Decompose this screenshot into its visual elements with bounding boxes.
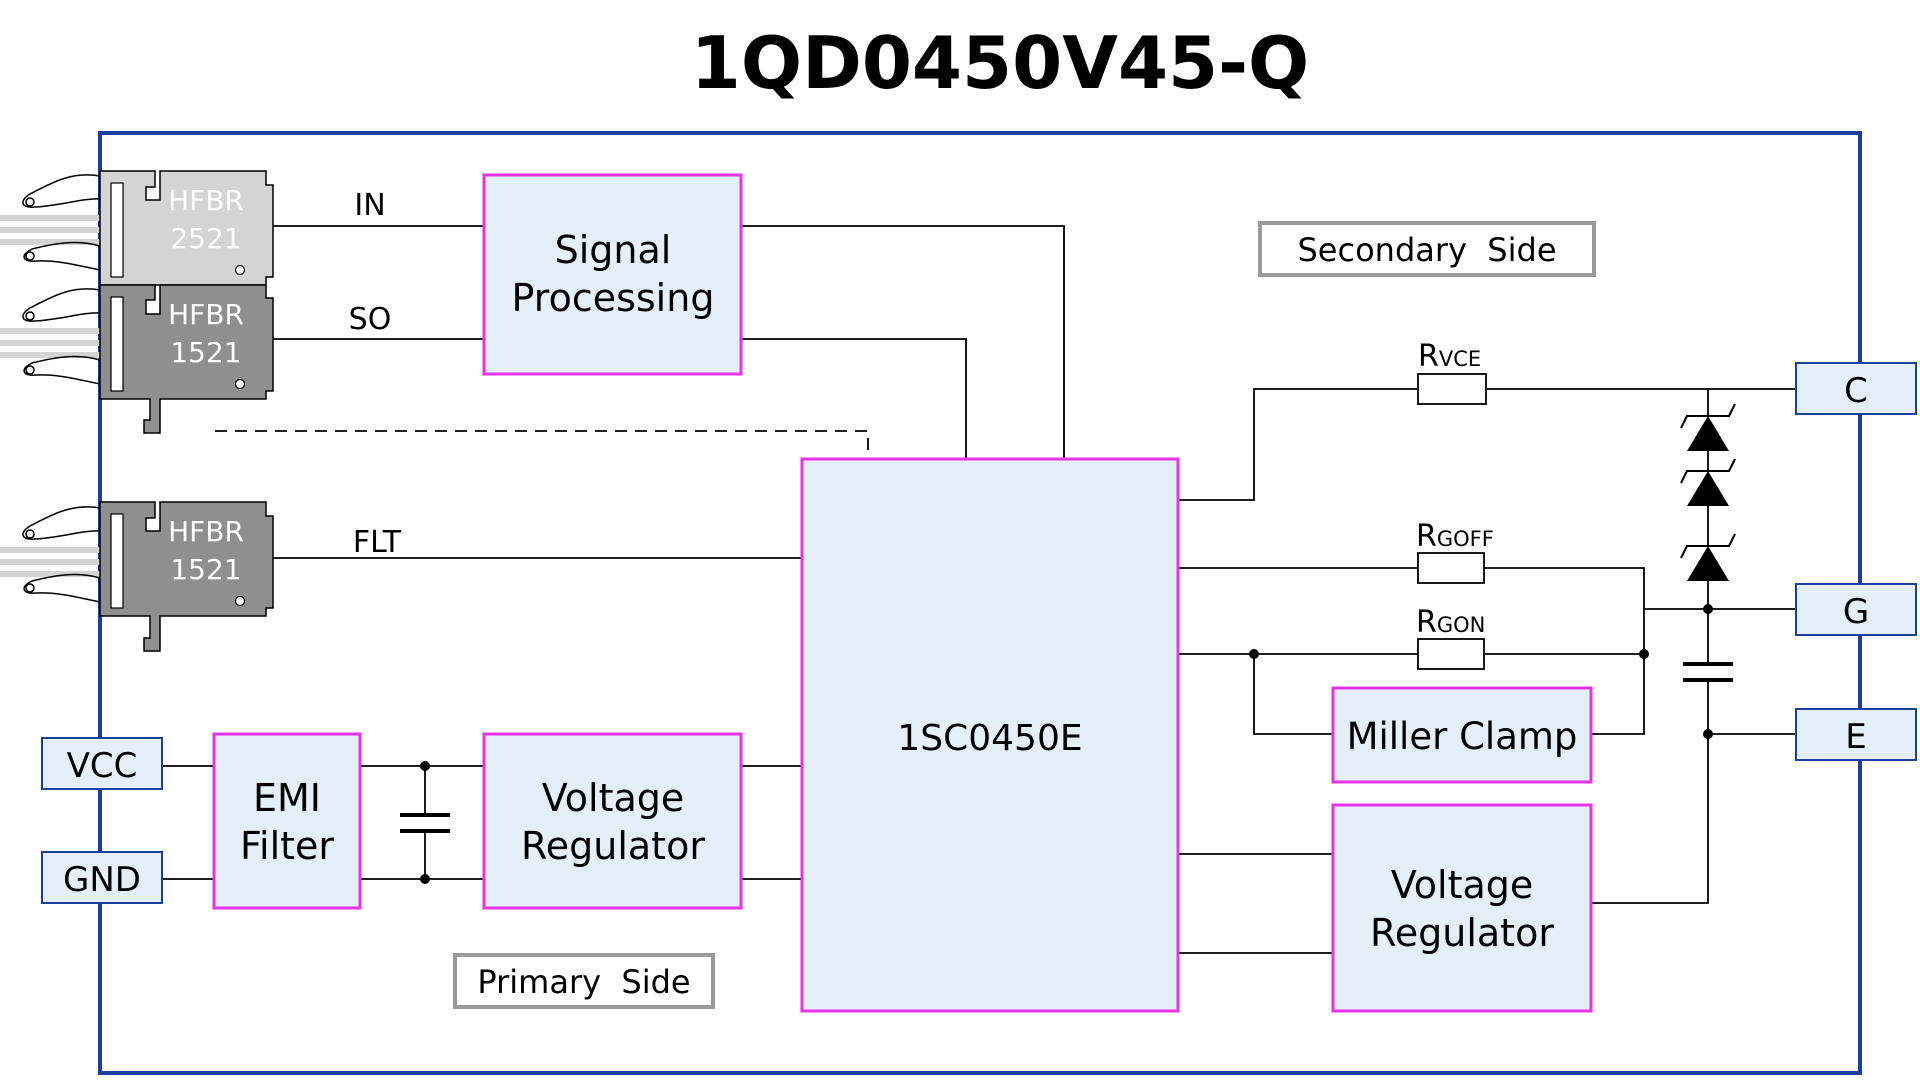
voltage-regulator-secondary-line1: Voltage xyxy=(1391,863,1534,907)
fiber-2-part-line1: HFBR xyxy=(168,298,244,331)
terminal-e: E xyxy=(1795,708,1917,761)
junction-dots xyxy=(420,604,1713,884)
fiber-optic-receiver-1: HFBR 2521 xyxy=(0,170,274,286)
miller-clamp-label: Miller Clamp xyxy=(1347,715,1578,758)
zener-diode-2 xyxy=(1680,458,1736,526)
gate-emitter-capacitor xyxy=(1683,662,1733,682)
emi-filter-line2: Filter xyxy=(240,824,334,868)
terminal-vcc: VCC xyxy=(41,737,163,790)
diagram-title: 1QD0450V45-Q xyxy=(691,21,1309,105)
zener-diode-3 xyxy=(1680,526,1736,581)
miller-clamp-block: Miller Clamp xyxy=(1331,686,1593,784)
fiber-3-part-line1: HFBR xyxy=(168,515,244,548)
terminal-c-label: C xyxy=(1844,371,1868,411)
secondary-side-label: Secondary Side xyxy=(1297,231,1556,269)
voltage-regulator-primary-block: Voltage Regulator xyxy=(482,732,743,910)
primary-capacitor xyxy=(400,813,450,833)
signal-label-so: SO xyxy=(349,302,392,337)
primary-side-label: Primary Side xyxy=(477,963,690,1001)
terminal-c: C xyxy=(1795,362,1917,415)
terminal-gnd-label: GND xyxy=(63,860,141,900)
emi-filter-line1: EMI xyxy=(253,776,321,820)
terminal-e-label: E xyxy=(1845,717,1866,757)
resistor-rgon: RGON xyxy=(1416,605,1485,670)
terminal-g-label: G xyxy=(1843,592,1869,632)
zener-diode-1 xyxy=(1680,403,1736,471)
signal-label-in: IN xyxy=(354,188,385,223)
resistor-rvce-label: RVCE xyxy=(1418,339,1481,374)
resistor-rgoff-label: RGOFF xyxy=(1416,519,1494,554)
driver-core-block: 1SC0450E xyxy=(800,457,1180,1013)
dashed-link xyxy=(215,430,869,459)
resistor-rgon-label: RGON xyxy=(1416,605,1485,640)
terminal-gnd: GND xyxy=(41,851,163,904)
voltage-regulator-secondary-block: Voltage Regulator xyxy=(1331,803,1593,1013)
voltage-regulator-primary-line2: Regulator xyxy=(521,824,705,868)
wiring xyxy=(162,225,1796,954)
fiber-3-part-line2: 1521 xyxy=(170,553,241,586)
fiber-1-part-line1: HFBR xyxy=(168,184,244,217)
terminal-g: G xyxy=(1795,583,1917,636)
signal-processing-line1: Signal xyxy=(555,228,672,272)
fiber-1-part-line2: 2521 xyxy=(170,222,241,255)
emi-filter-block: EMI Filter xyxy=(212,732,362,910)
signal-label-flt: FLT xyxy=(353,525,402,560)
signal-processing-line2: Processing xyxy=(512,276,715,320)
fiber-optic-transmitter-2: HFBR 1521 xyxy=(0,284,274,434)
fiber-optic-transmitter-3: HFBR 1521 xyxy=(0,501,274,652)
zener-diode-stack xyxy=(1680,403,1736,581)
resistor-rgoff: RGOFF xyxy=(1416,519,1494,584)
driver-core-label: 1SC0450E xyxy=(897,718,1082,759)
primary-side-label-box: Primary Side xyxy=(453,953,715,1009)
signal-processing-block: Signal Processing xyxy=(482,173,743,376)
fiber-optic-connectors: HFBR 2521 HFBR 1521 xyxy=(0,170,274,652)
voltage-regulator-secondary-line2: Regulator xyxy=(1370,911,1554,955)
terminal-vcc-label: VCC xyxy=(67,746,138,786)
resistor-rvce: RVCE xyxy=(1417,339,1487,405)
secondary-side-label-box: Secondary Side xyxy=(1258,221,1596,277)
voltage-regulator-primary-line1: Voltage xyxy=(542,776,685,820)
fiber-2-part-line2: 1521 xyxy=(170,336,241,369)
